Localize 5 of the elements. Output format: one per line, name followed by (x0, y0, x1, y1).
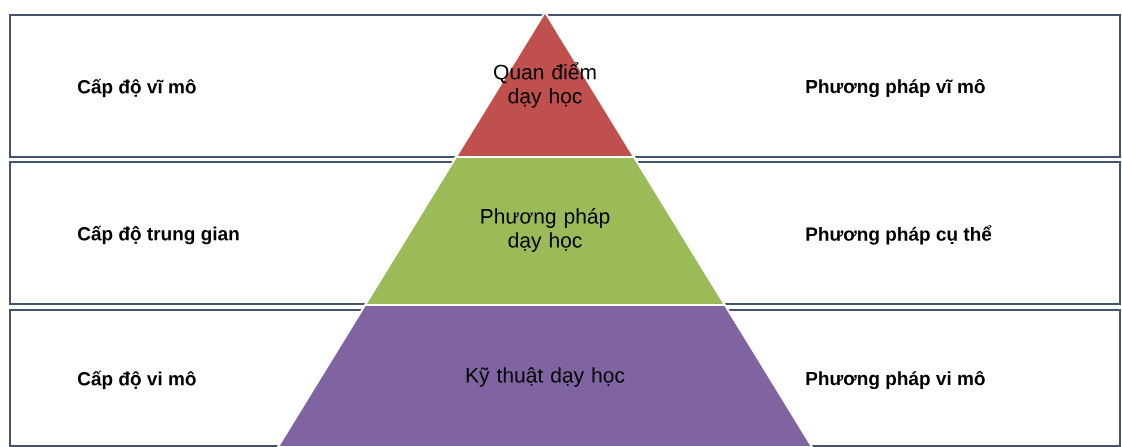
level-label: Cấp độ trung gian (78, 225, 239, 245)
level-label: Cấp độ vĩ mô (78, 78, 196, 98)
level-label: Cấp độ vi mô (78, 370, 196, 390)
level-label: Phương pháp cụ thể (806, 225, 992, 245)
level-label: Phương pháp vĩ mô (806, 78, 985, 98)
